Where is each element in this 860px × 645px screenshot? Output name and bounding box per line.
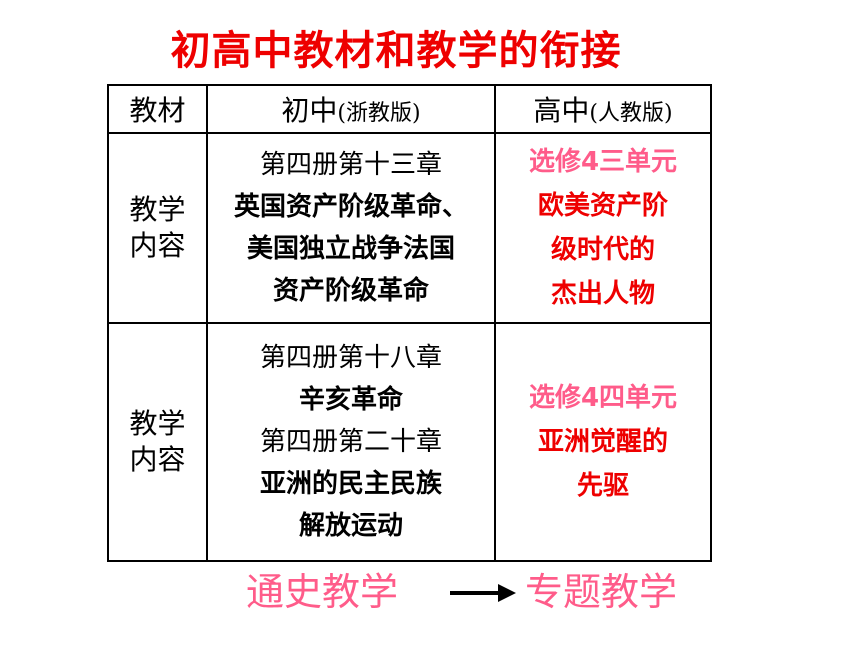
row-label-line: 教学 — [129, 193, 186, 226]
row-label-cell: 教学 内容 — [107, 132, 208, 324]
junior-chapter: 第四册第二十章 — [259, 427, 442, 457]
header-senior-edition: (人教版) — [589, 101, 673, 126]
header-junior-edition: (浙教版) — [337, 101, 421, 126]
row-label-line: 教学 — [129, 407, 186, 440]
senior-topic: 欧美资产阶 — [537, 191, 668, 221]
senior-topic: 级时代的 — [550, 235, 655, 265]
arrow-right-icon — [450, 584, 516, 602]
header-junior-label: 初中 — [281, 94, 338, 127]
footer-general-history: 通史教学 — [246, 570, 399, 614]
junior-topic: 美国独立战争法国 — [246, 234, 455, 264]
table-header-row: 教材 初中(浙教版) 高中(人教版) — [107, 84, 712, 134]
junior-topic: 资产阶级革命 — [272, 276, 429, 306]
junior-topic: 辛亥革命 — [298, 385, 403, 415]
junior-chapter: 第四册第十八章 — [259, 343, 442, 373]
junior-topic: 亚洲的民主民族 — [259, 469, 442, 499]
junior-content-cell: 第四册第十八章 辛亥革命 第四册第二十章 亚洲的民主民族 解放运动 — [206, 322, 496, 562]
header-cell-senior: 高中(人教版) — [494, 84, 712, 134]
senior-content-cell: 选修4三单元 欧美资产阶 级时代的 杰出人物 — [494, 132, 712, 324]
senior-topic: 杰出人物 — [550, 279, 655, 309]
row-label-line: 内容 — [129, 443, 186, 476]
footer-thematic-teaching: 专题教学 — [525, 570, 678, 614]
row-label-line: 内容 — [129, 229, 186, 262]
senior-content-cell: 选修4四单元 亚洲觉醒的 先驱 — [494, 322, 712, 562]
header-cell-textbook: 教材 — [107, 84, 208, 134]
row-label-cell: 教学 内容 — [107, 322, 208, 562]
table-row: 教学 内容 第四册第十三章 英国资产阶级革命、 美国独立战争法国 资产阶级革命 … — [107, 132, 712, 324]
junior-topic: 解放运动 — [298, 511, 403, 541]
header-senior-label: 高中 — [533, 94, 590, 127]
junior-chapter: 第四册第十三章 — [259, 150, 442, 180]
header-textbook-label: 教材 — [129, 94, 186, 127]
senior-topic: 先驱 — [576, 471, 629, 501]
page-title: 初高中教材和教学的衔接 — [170, 28, 622, 74]
senior-unit: 选修4四单元 — [528, 383, 678, 413]
header-cell-junior: 初中(浙教版) — [206, 84, 496, 134]
senior-topic: 亚洲觉醒的 — [537, 427, 668, 457]
junior-topic: 英国资产阶级革命、 — [233, 192, 468, 222]
comparison-table: 教材 初中(浙教版) 高中(人教版) 教学 内容 第四册第十三章 英国资产阶级革… — [107, 84, 712, 562]
junior-content-cell: 第四册第十三章 英国资产阶级革命、 美国独立战争法国 资产阶级革命 — [206, 132, 496, 324]
table-row: 教学 内容 第四册第十八章 辛亥革命 第四册第二十章 亚洲的民主民族 解放运动 … — [107, 322, 712, 562]
senior-unit: 选修4三单元 — [528, 147, 678, 177]
